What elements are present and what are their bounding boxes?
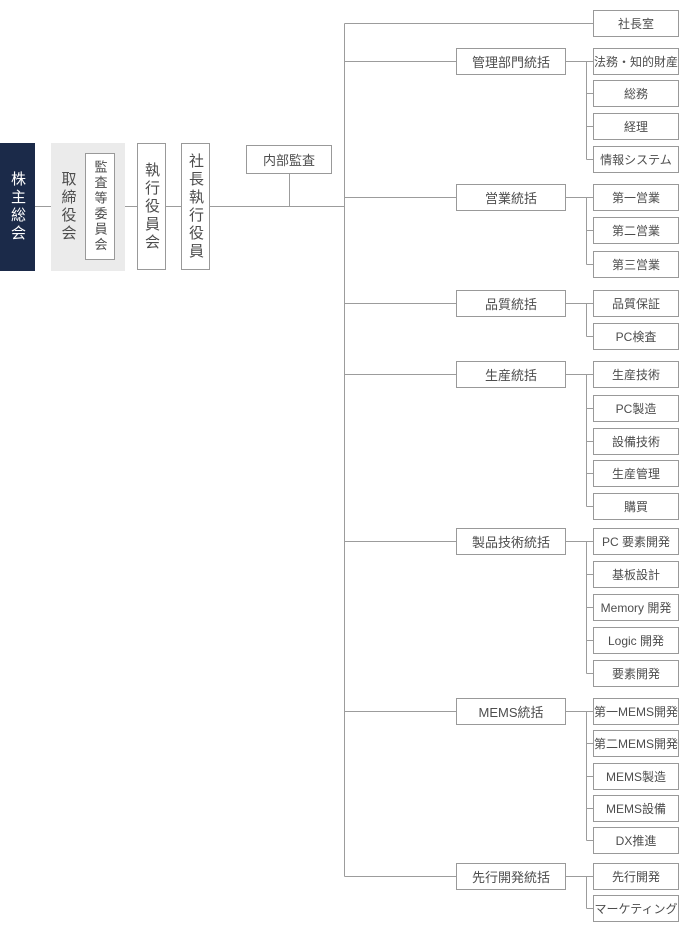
node-mems-dev-1: 第一MEMS開発 bbox=[593, 698, 679, 725]
node-board-of-directors: 取締役会 監査等委員会 bbox=[51, 143, 125, 271]
node-sales-1: 第一営業 bbox=[593, 184, 679, 211]
node-internal-audit: 内部監査 bbox=[246, 145, 332, 174]
node-shareholders-meeting: 株主総会 bbox=[0, 143, 35, 271]
node-dx-promotion: DX推進 bbox=[593, 827, 679, 854]
node-group-mems: MEMS統括 bbox=[456, 698, 566, 725]
node-pc-inspection: PC検査 bbox=[593, 323, 679, 350]
node-executive-officers-committee: 執行役員会 bbox=[137, 143, 166, 270]
node-group-sales: 営業統括 bbox=[456, 184, 566, 211]
node-audit-committee: 監査等委員会 bbox=[85, 153, 115, 260]
node-sales-3: 第三営業 bbox=[593, 251, 679, 278]
node-pc-element-dev: PC 要素開発 bbox=[593, 528, 679, 555]
node-group-production: 生産統括 bbox=[456, 361, 566, 388]
node-advanced-dev: 先行開発 bbox=[593, 863, 679, 890]
node-quality-assurance: 品質保証 bbox=[593, 290, 679, 317]
node-legal-ip: 法務・知的財産 bbox=[593, 48, 679, 75]
node-accounting: 経理 bbox=[593, 113, 679, 140]
node-production-control: 生産管理 bbox=[593, 460, 679, 487]
node-logic-dev: Logic 開発 bbox=[593, 627, 679, 654]
node-group-product-tech: 製品技術統括 bbox=[456, 528, 566, 555]
node-presidents-office: 社長室 bbox=[593, 10, 679, 37]
node-memory-dev: Memory 開発 bbox=[593, 594, 679, 621]
node-sales-2: 第二営業 bbox=[593, 217, 679, 244]
node-group-quality: 品質統括 bbox=[456, 290, 566, 317]
node-group-advanced-dev: 先行開発統括 bbox=[456, 863, 566, 890]
node-purchasing: 購買 bbox=[593, 493, 679, 520]
board-of-directors-label: 取締役会 bbox=[59, 171, 77, 243]
node-mems-manufacturing: MEMS製造 bbox=[593, 763, 679, 790]
node-marketing: マーケティング bbox=[593, 895, 679, 922]
node-info-systems: 情報システム bbox=[593, 146, 679, 173]
node-president-executive-officer: 社長執行役員 bbox=[181, 143, 210, 270]
node-element-dev: 要素開発 bbox=[593, 660, 679, 687]
node-group-admin: 管理部門統括 bbox=[456, 48, 566, 75]
node-mems-dev-2: 第二MEMS開発 bbox=[593, 730, 679, 757]
node-board-design: 基板設計 bbox=[593, 561, 679, 588]
node-equipment-engineering: 設備技術 bbox=[593, 428, 679, 455]
node-pc-manufacturing: PC製造 bbox=[593, 395, 679, 422]
node-production-engineering: 生産技術 bbox=[593, 361, 679, 388]
node-general-affairs: 総務 bbox=[593, 80, 679, 107]
node-mems-equipment: MEMS設備 bbox=[593, 795, 679, 822]
